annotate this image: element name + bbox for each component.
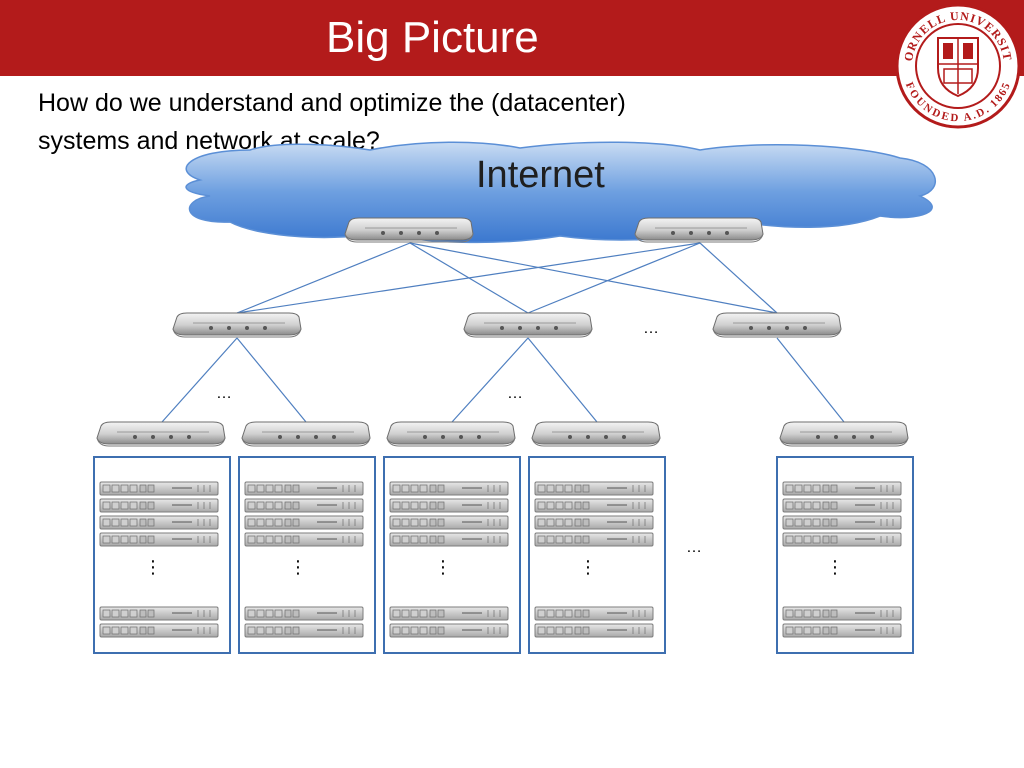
tor-switch-5 xyxy=(779,421,909,447)
aggregation-switch-3 xyxy=(712,312,842,338)
question-line-1: How do we understand and optimize the (d… xyxy=(38,89,626,117)
tor-switch-4 xyxy=(531,421,661,447)
tor-switch-1 xyxy=(96,421,226,447)
rack-5-more-servers: ⋮ xyxy=(826,558,844,576)
server-rack-2 xyxy=(239,457,375,653)
aggregation-switch-1 xyxy=(172,312,302,338)
cornell-seal-logo: CORNELL UNIVERSITY FOUNDED A.D. 1865 xyxy=(894,2,1021,129)
server-rack-3 xyxy=(384,457,520,653)
rack-1-more-servers: ⋮ xyxy=(144,558,162,576)
rack-4-more-servers: ⋮ xyxy=(579,558,597,576)
more-tor-links-ellipsis-2: … xyxy=(507,385,523,402)
internet-cloud xyxy=(185,141,937,244)
rack-3-more-servers: ⋮ xyxy=(434,558,452,576)
server-rack-1 xyxy=(94,457,230,653)
title-bar xyxy=(0,0,1024,76)
more-aggregation-switches-ellipsis: … xyxy=(643,320,659,337)
rack-2-more-servers: ⋮ xyxy=(289,558,307,576)
core-switch-2 xyxy=(634,217,764,243)
server-rack-5 xyxy=(777,457,913,653)
more-racks-ellipsis: … xyxy=(686,539,702,556)
tor-switch-3 xyxy=(386,421,516,447)
more-tor-links-ellipsis-1: … xyxy=(216,385,232,402)
aggregation-switch-2 xyxy=(463,312,593,338)
slide-title: Big Picture xyxy=(326,13,539,62)
server-rack-4 xyxy=(529,457,665,653)
slide-question: How do we understand and optimize the (d… xyxy=(38,84,838,160)
core-switch-1 xyxy=(344,217,474,243)
internet-label: Internet xyxy=(476,154,605,196)
aggregation-edge-links xyxy=(161,337,845,423)
core-aggregation-links xyxy=(236,242,778,314)
tor-switch-2 xyxy=(241,421,371,447)
